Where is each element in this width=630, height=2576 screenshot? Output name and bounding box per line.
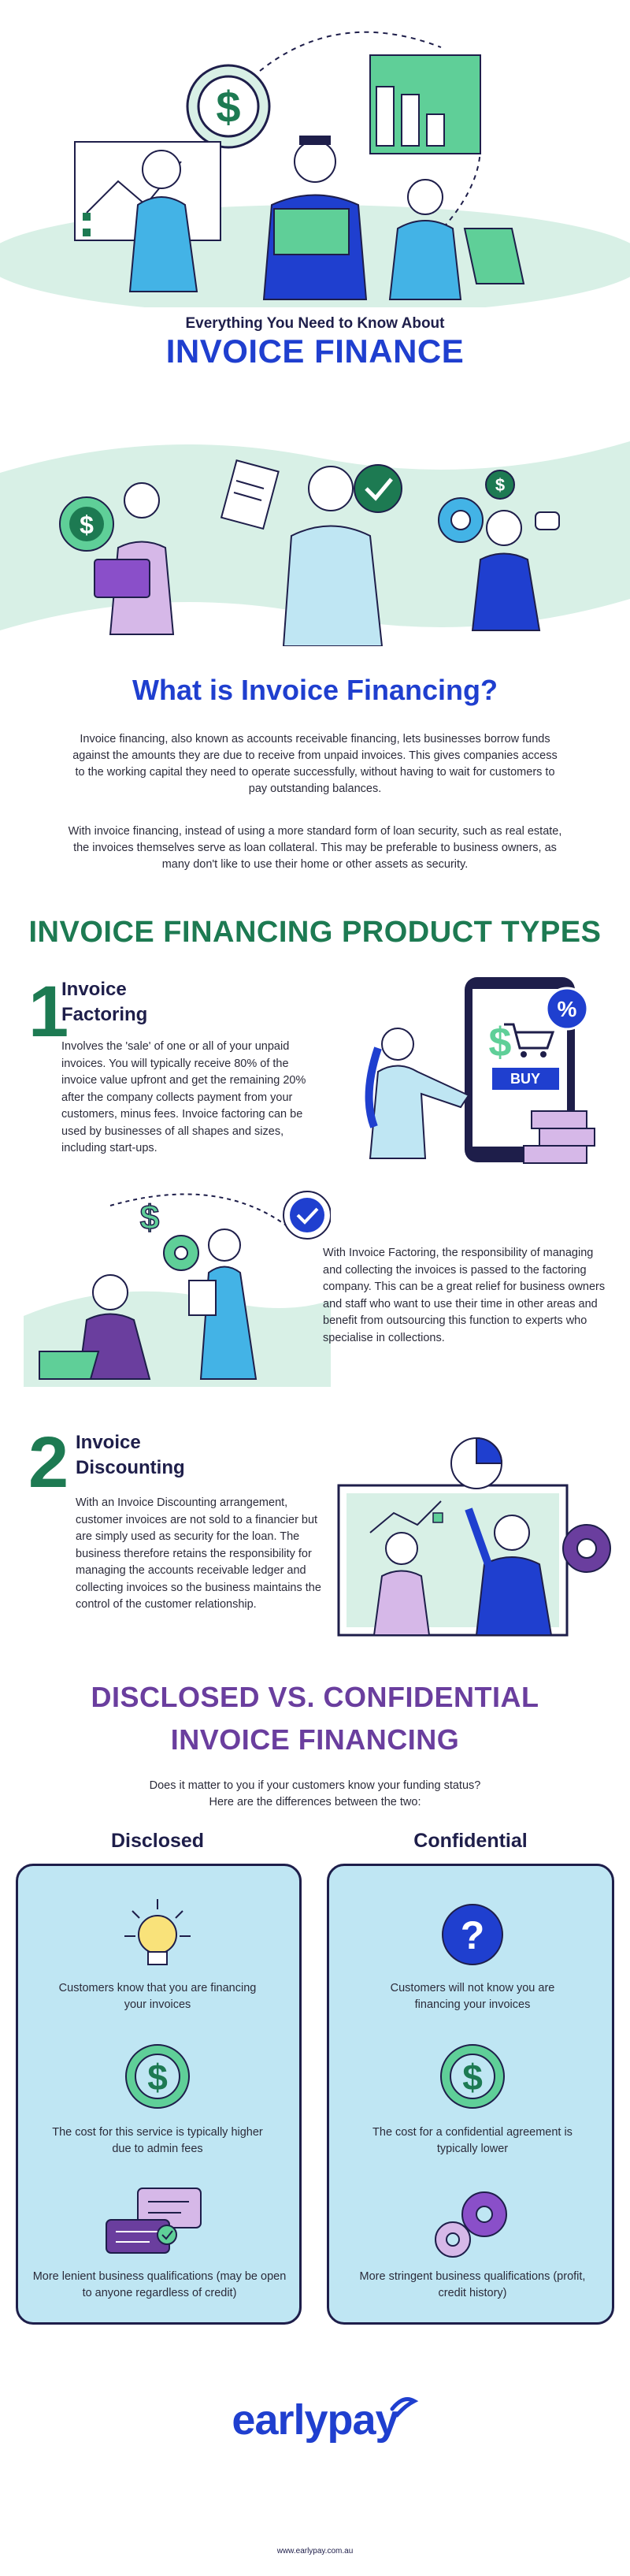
gears-icon	[421, 2184, 524, 2263]
hero-illustration: $	[0, 0, 630, 315]
comparison-heading-line-1: DISCLOSED VS. CONFIDENTIAL	[91, 1681, 539, 1713]
person-woman-icon	[372, 1532, 431, 1636]
discounting-svg	[337, 1437, 611, 1637]
lightbulb-icon	[118, 1895, 197, 1974]
comparison-heading-line-2: INVOICE FINANCING	[170, 1723, 460, 1756]
pie-chart-icon	[450, 1437, 503, 1489]
website-url[interactable]: www.earlypay.com.au	[276, 2547, 354, 2556]
person-presenter-icon	[128, 150, 198, 292]
comparison-intro: Does it matter to you if your customers …	[149, 1779, 481, 1808]
svg-text:$: $	[147, 2057, 168, 2098]
what-is-paragraph-2: With invoice financing, instead of using…	[68, 825, 562, 871]
product-types-heading: INVOICE FINANCING PRODUCT TYPES	[28, 916, 602, 949]
gears-right-icon: $	[438, 470, 515, 543]
svg-text:$: $	[80, 511, 94, 539]
dollar-icon: $	[118, 2037, 197, 2116]
person-right-icon	[471, 510, 560, 631]
person-elder-laptop-icon	[39, 1274, 151, 1380]
person-center-icon	[282, 466, 384, 647]
person-clipboard-icon	[188, 1229, 258, 1380]
svg-text:?: ?	[461, 1913, 485, 1957]
factoring-body-1: Involves the 'sale' of one or all of you…	[61, 1040, 306, 1154]
question-mark-icon: ?	[433, 1895, 512, 1974]
buy-label: BUY	[510, 1071, 540, 1087]
dollar-sign-icon: $	[139, 1198, 160, 1238]
svg-text:$: $	[140, 1199, 159, 1237]
page-kicker: Everything You Need to Know About	[185, 315, 445, 332]
confidential-item-2-text: The cost for a confidential agreement is…	[372, 2126, 573, 2155]
gears-icon	[562, 1524, 611, 1573]
chat-bubbles-icon	[102, 2184, 205, 2263]
svg-text:$: $	[489, 1020, 512, 1065]
confidential-item-1-text: Customers will not know you are financin…	[390, 1982, 555, 2011]
svg-text:$: $	[462, 2057, 483, 2098]
page-title: INVOICE FINANCE	[165, 333, 465, 370]
svg-text:$: $	[495, 475, 505, 495]
earlypay-logo[interactable]: earlypay	[232, 2396, 398, 2444]
what-is-heading: What is Invoice Financing?	[132, 674, 498, 706]
factoring-number: 1	[28, 972, 69, 1052]
factoring-shop-illustration: $ BUY %	[331, 969, 614, 1174]
disclosed-item-2-text: The cost for this service is typically h…	[52, 2126, 263, 2155]
factoring-team-illustration: $	[24, 1182, 332, 1387]
document-icon	[220, 459, 280, 530]
factoring-body-2: With Invoice Factoring, the responsibili…	[323, 1247, 606, 1344]
check-badge-icon	[283, 1191, 332, 1240]
disclosed-item-3-text: More lenient business qualifications (ma…	[32, 2270, 287, 2299]
percent-badge-icon: %	[545, 987, 589, 1031]
shopping-cart-icon	[504, 1023, 555, 1058]
percent-badge-label: %	[558, 997, 577, 1021]
svg-text:$: $	[216, 82, 240, 132]
person-man-icon	[465, 1507, 553, 1636]
hero-illustration-svg: $	[0, 31, 630, 315]
checkmark-circle-icon	[354, 464, 402, 513]
confidential-heading: Confidential	[413, 1830, 528, 1852]
dollar-coin-icon: $	[186, 64, 271, 149]
discounting-title-line-2: Discounting	[76, 1457, 185, 1478]
discounting-body: With an Invoice Discounting arrangement,…	[76, 1496, 321, 1611]
factoring-shop-svg: $ BUY %	[365, 977, 595, 1164]
logo-swoosh-icon	[387, 2392, 419, 2420]
factoring-title-line-1: Invoice	[61, 979, 127, 1000]
factoring-team-svg: $	[24, 1191, 332, 1387]
disclosed-item-1-text: Customers know that you are financing yo…	[58, 1982, 257, 2011]
dollar-icon: $	[433, 2037, 512, 2116]
discounting-illustration	[331, 1430, 614, 1643]
disclosed-heading: Disclosed	[110, 1830, 205, 1852]
gear-icon	[163, 1235, 199, 1271]
person-shopping-icon	[365, 1028, 470, 1159]
factoring-title-line-2: Factoring	[61, 1004, 148, 1025]
person-tablet-icon	[94, 482, 175, 635]
team-illustration-svg: $ $	[0, 441, 630, 647]
confidential-item-3-text: More stringent business qualifications (…	[359, 2270, 586, 2299]
team-illustration: $ $	[0, 410, 630, 647]
person-working-icon	[388, 179, 525, 300]
discounting-number: 2	[28, 1422, 69, 1503]
gear-left-icon: $	[59, 496, 114, 552]
discounting-title-line-1: Invoice	[76, 1432, 141, 1453]
bar-chart-board-icon	[369, 54, 481, 154]
person-laptop-icon	[262, 136, 368, 300]
what-is-paragraph-1: Invoice financing, also known as account…	[72, 733, 558, 795]
